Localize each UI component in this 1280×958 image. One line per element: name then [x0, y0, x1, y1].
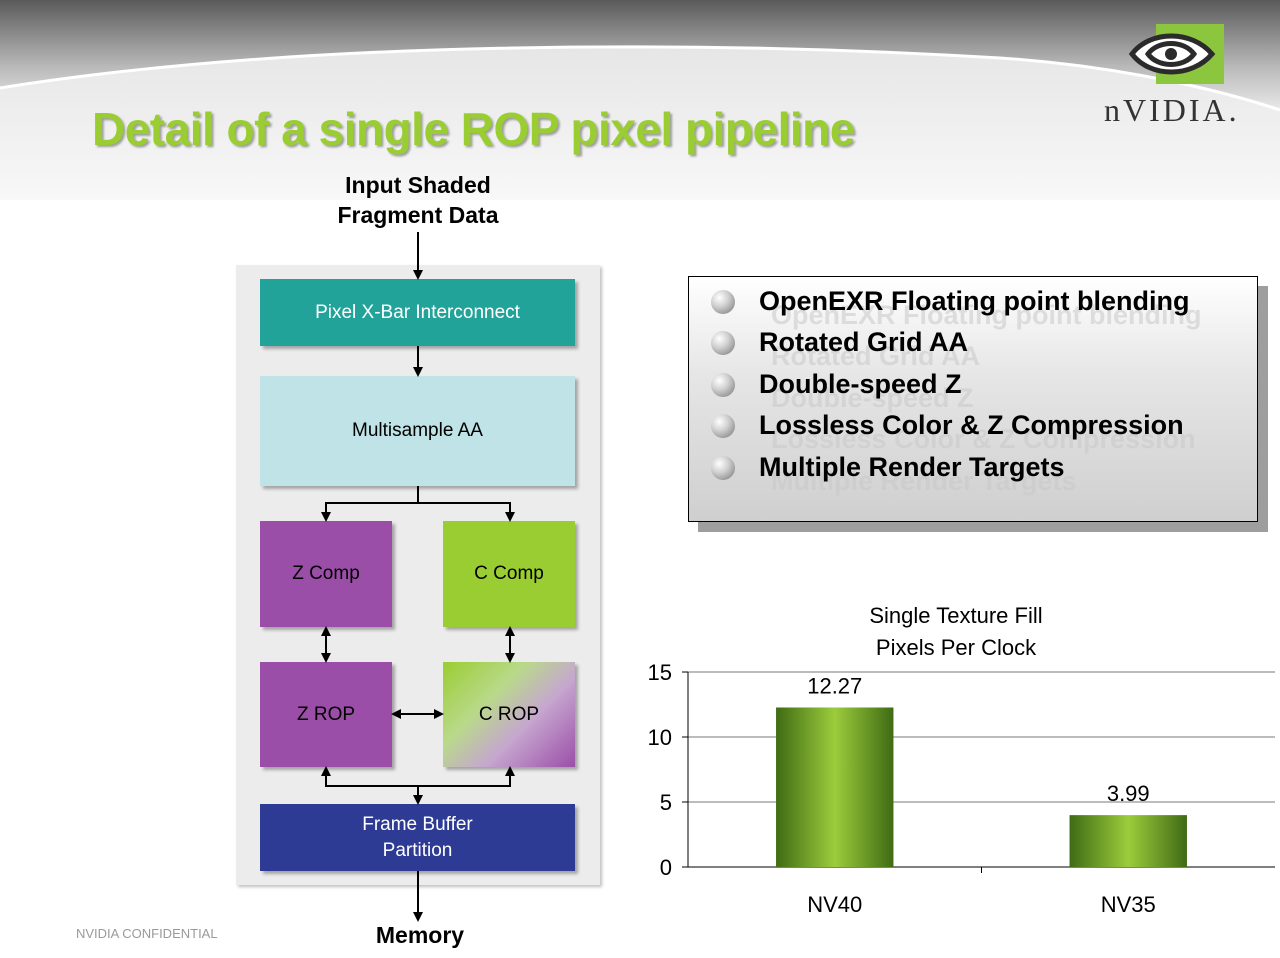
bullet-icon — [711, 331, 735, 355]
data-label: 12.27 — [807, 673, 862, 698]
chart-title: Single Texture Fill Pixels Per Clock — [820, 600, 1092, 664]
features-box: OpenEXR Floating point blending OpenEXR … — [688, 276, 1258, 522]
x-tick-label: NV40 — [807, 892, 862, 917]
feature-item: Rotated Grid AA Rotated Grid AA — [689, 323, 1249, 371]
zrop-label: Z ROP — [296, 703, 356, 725]
feature-item: Lossless Color & Z Compression Lossless … — [689, 406, 1249, 454]
nvidia-eye-logo-icon — [1128, 24, 1224, 84]
zcomp-block: Z Comp — [260, 521, 392, 627]
msaa-block: Multisample AA — [260, 376, 575, 486]
feature-text: Lossless Color & Z Compression — [759, 410, 1184, 440]
feature-reflection: Multiple Render Targets — [771, 466, 1077, 496]
input-label-line1: Input Shaded — [345, 172, 491, 198]
ccomp-block: C Comp — [443, 521, 575, 627]
y-tick-label: 0 — [660, 855, 672, 880]
msaa-label: Multisample AA — [352, 420, 483, 441]
memory-label: Memory — [375, 922, 465, 948]
zrop-block: Z ROP — [260, 662, 392, 767]
nvidia-wordmark: nVIDIA. — [1104, 92, 1240, 128]
feature-text: Double-speed Z — [759, 369, 962, 399]
frame-buffer-label-line2: Partition — [382, 839, 453, 861]
chart-title-line2: Pixels Per Clock — [875, 635, 1037, 660]
crop-block: C ROP — [443, 662, 575, 767]
ccomp-label: C Comp — [474, 563, 544, 584]
bullet-icon — [711, 414, 735, 438]
bullet-icon — [711, 290, 735, 314]
bullet-icon — [711, 456, 735, 480]
feature-text: Multiple Render Targets — [759, 452, 1065, 482]
feature-reflection: OpenEXR Floating point blending — [771, 300, 1202, 330]
feature-item: Multiple Render Targets Multiple Render … — [689, 448, 1249, 496]
x-tick-label: NV35 — [1101, 892, 1156, 917]
bar-nv40 — [776, 707, 894, 867]
confidential-footer: NVIDIA CONFIDENTIAL — [76, 926, 218, 941]
y-tick-label: 10 — [648, 725, 672, 750]
feature-reflection: Lossless Color & Z Compression — [771, 424, 1196, 454]
chart-title-line1: Single Texture Fill — [869, 603, 1043, 628]
frame-buffer-block: Frame Buffer Partition — [260, 804, 575, 871]
zcomp-label: Z Comp — [292, 563, 360, 584]
feature-text: Rotated Grid AA — [759, 327, 968, 357]
y-tick-label: 5 — [660, 790, 672, 815]
input-label-line2: Fragment Data — [337, 202, 499, 228]
feature-item: OpenEXR Floating point blending OpenEXR … — [689, 282, 1249, 330]
feature-reflection: Rotated Grid AA — [771, 341, 980, 371]
feature-item: Double-speed Z Double-speed Z — [689, 365, 1249, 413]
feature-reflection: Double-speed Z — [771, 383, 974, 413]
data-label: 3.99 — [1107, 781, 1150, 806]
xbar-block: Pixel X-Bar Interconnect — [260, 279, 575, 346]
xbar-label: Pixel X-Bar Interconnect — [315, 301, 520, 323]
input-label: Input Shaded Fragment Data — [300, 170, 536, 230]
frame-buffer-label-line1: Frame Buffer — [362, 813, 473, 835]
bullet-icon — [711, 373, 735, 397]
bar-nv35 — [1069, 815, 1187, 867]
y-tick-label: 15 — [648, 660, 672, 685]
page-title: Detail of a single ROP pixel pipeline — [92, 103, 855, 155]
feature-text: OpenEXR Floating point blending — [759, 286, 1190, 316]
crop-label: C ROP — [478, 703, 540, 725]
